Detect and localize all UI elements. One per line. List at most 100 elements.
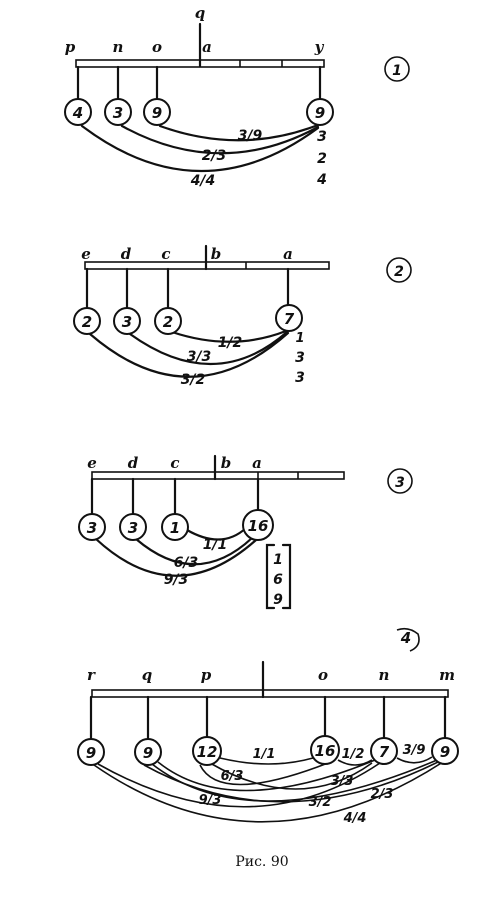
node	[113, 307, 141, 335]
bar	[75, 59, 325, 68]
letter-d: d	[121, 245, 132, 263]
arc	[134, 536, 254, 566]
letter-n: n	[379, 666, 390, 684]
arc	[170, 329, 288, 343]
node-value: 16	[315, 742, 336, 760]
letter-e: e	[87, 454, 97, 472]
diagram-number: 4	[400, 629, 411, 647]
diagram-number-circle	[387, 468, 413, 494]
letter-b: b	[211, 245, 222, 263]
diagram-number: 2	[394, 264, 404, 280]
letter-o: o	[318, 666, 328, 684]
node-value: 2	[163, 313, 173, 331]
node	[192, 736, 222, 766]
node	[275, 304, 303, 332]
node-value: 7	[379, 743, 390, 761]
arc	[120, 124, 320, 155]
diagram-number: 1	[392, 63, 402, 79]
arc-label: 3/2	[181, 372, 206, 388]
arc-label: 3/2	[309, 795, 332, 810]
arc-label: 6/3	[174, 555, 199, 571]
letter-e: e	[81, 245, 91, 263]
letter-y: y	[314, 38, 325, 56]
arc	[209, 762, 373, 790]
node	[134, 738, 162, 766]
arc	[157, 759, 376, 792]
diagram-number: 3	[395, 475, 405, 491]
diagram-number-circle	[386, 257, 412, 283]
node-value: 4	[72, 104, 83, 122]
node	[78, 513, 106, 541]
bracket-right	[281, 543, 292, 610]
node	[242, 509, 274, 541]
arc	[199, 762, 329, 786]
arc-label: 9/3	[164, 572, 189, 588]
node	[73, 307, 101, 335]
arc-label: 2/3	[202, 148, 227, 164]
arc	[158, 123, 320, 142]
node-value: 9	[315, 104, 325, 122]
node-value: 3	[128, 519, 138, 537]
letter-d: d	[128, 454, 139, 472]
node	[310, 735, 340, 765]
side-value: 1	[273, 552, 283, 568]
side-value: 3	[317, 129, 327, 145]
diagram-1: q p n o a y 4 3 9 9 3/9 2/3 4/4 3	[64, 4, 410, 189]
node-value: 12	[197, 743, 218, 761]
node	[370, 737, 398, 765]
arc	[88, 331, 290, 378]
side-value: 6	[273, 572, 283, 588]
side-value: 3	[295, 370, 305, 386]
node	[77, 738, 105, 766]
letter-a: a	[202, 38, 212, 56]
arc-label: 1/1	[253, 747, 276, 762]
letter-b: b	[221, 454, 232, 472]
node	[64, 98, 92, 126]
arc-label: 3/3	[187, 349, 212, 365]
side-value: 3	[295, 350, 305, 366]
letter-a: a	[283, 245, 293, 263]
arc	[219, 757, 314, 765]
arc-label: 3/9	[238, 128, 263, 144]
letter-q: q	[142, 666, 153, 684]
letter-p: p	[201, 666, 212, 684]
node-value: 3	[87, 519, 97, 537]
arc-label: 9/3	[199, 793, 222, 808]
bar	[91, 471, 345, 480]
arc	[396, 756, 433, 764]
arc-label: 4/4	[190, 173, 216, 189]
arc-label: 4/4	[343, 811, 367, 826]
node	[143, 98, 171, 126]
diagram-2: e d c b a 2 3 2 7 1/2 3/3 3/2 1 3 3 2	[73, 244, 412, 388]
node	[154, 307, 182, 335]
figure-caption: Рис. 90	[235, 854, 288, 870]
bar	[91, 689, 449, 698]
node-value: 7	[284, 310, 295, 328]
side-value: 4	[316, 172, 327, 188]
arc-label: 3/3	[331, 774, 354, 789]
node-value: 9	[152, 104, 162, 122]
node	[119, 513, 147, 541]
arc	[94, 537, 258, 577]
arc-label: 1/1	[203, 537, 228, 553]
arc-label: 6/3	[221, 769, 244, 784]
letter-o: o	[152, 38, 162, 56]
arc	[185, 526, 248, 541]
arc-label: 2/3	[371, 787, 394, 802]
arc	[128, 330, 289, 366]
node	[161, 513, 189, 541]
arc	[337, 759, 373, 766]
arc	[93, 761, 444, 823]
letter-r: r	[87, 666, 96, 684]
letter-p: p	[65, 38, 76, 56]
letter-n: n	[113, 38, 124, 56]
side-value: 1	[295, 331, 304, 346]
arc	[80, 124, 320, 173]
letter-c: c	[161, 245, 170, 263]
node-value: 9	[143, 744, 153, 762]
arc-label: 1/2	[342, 747, 365, 762]
node-value: 16	[248, 517, 269, 535]
diagram-3: e d c b a 3 3 1 16 1/1 6/3 9/3 1 6 9 3	[78, 454, 413, 610]
node	[431, 737, 459, 765]
